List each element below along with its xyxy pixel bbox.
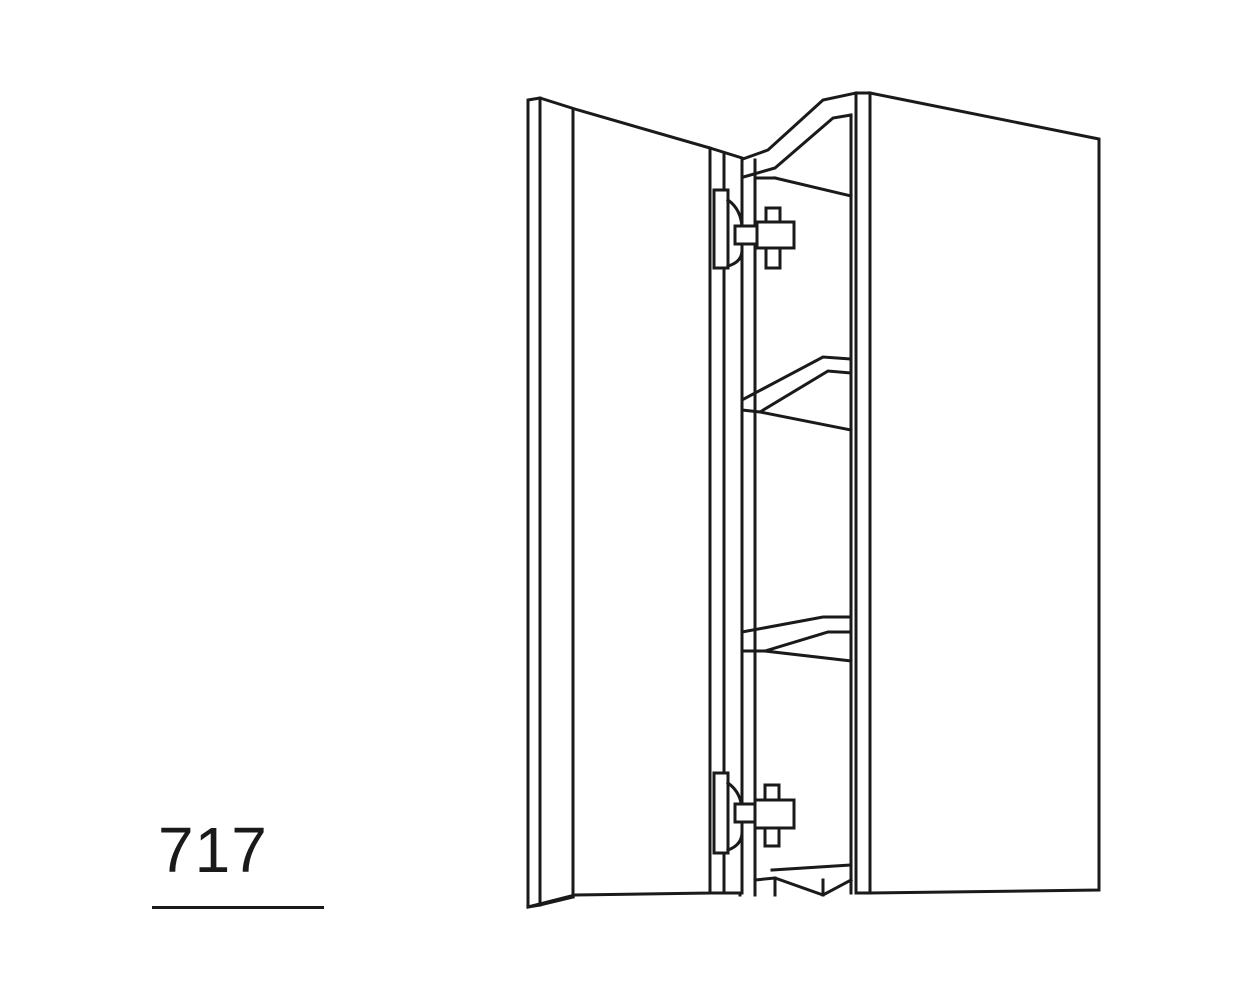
hinge-bottom <box>712 771 796 855</box>
model-code-underline <box>152 906 324 909</box>
hinge-top <box>712 188 796 270</box>
cabinet-side-panel <box>854 91 1101 895</box>
cabinet-interior <box>738 91 858 897</box>
shelf-lower <box>740 615 853 663</box>
model-code: 717 <box>158 814 268 886</box>
cabinet-bottom <box>753 863 854 897</box>
shelf-upper <box>739 355 853 432</box>
cabinet-door <box>526 96 744 909</box>
